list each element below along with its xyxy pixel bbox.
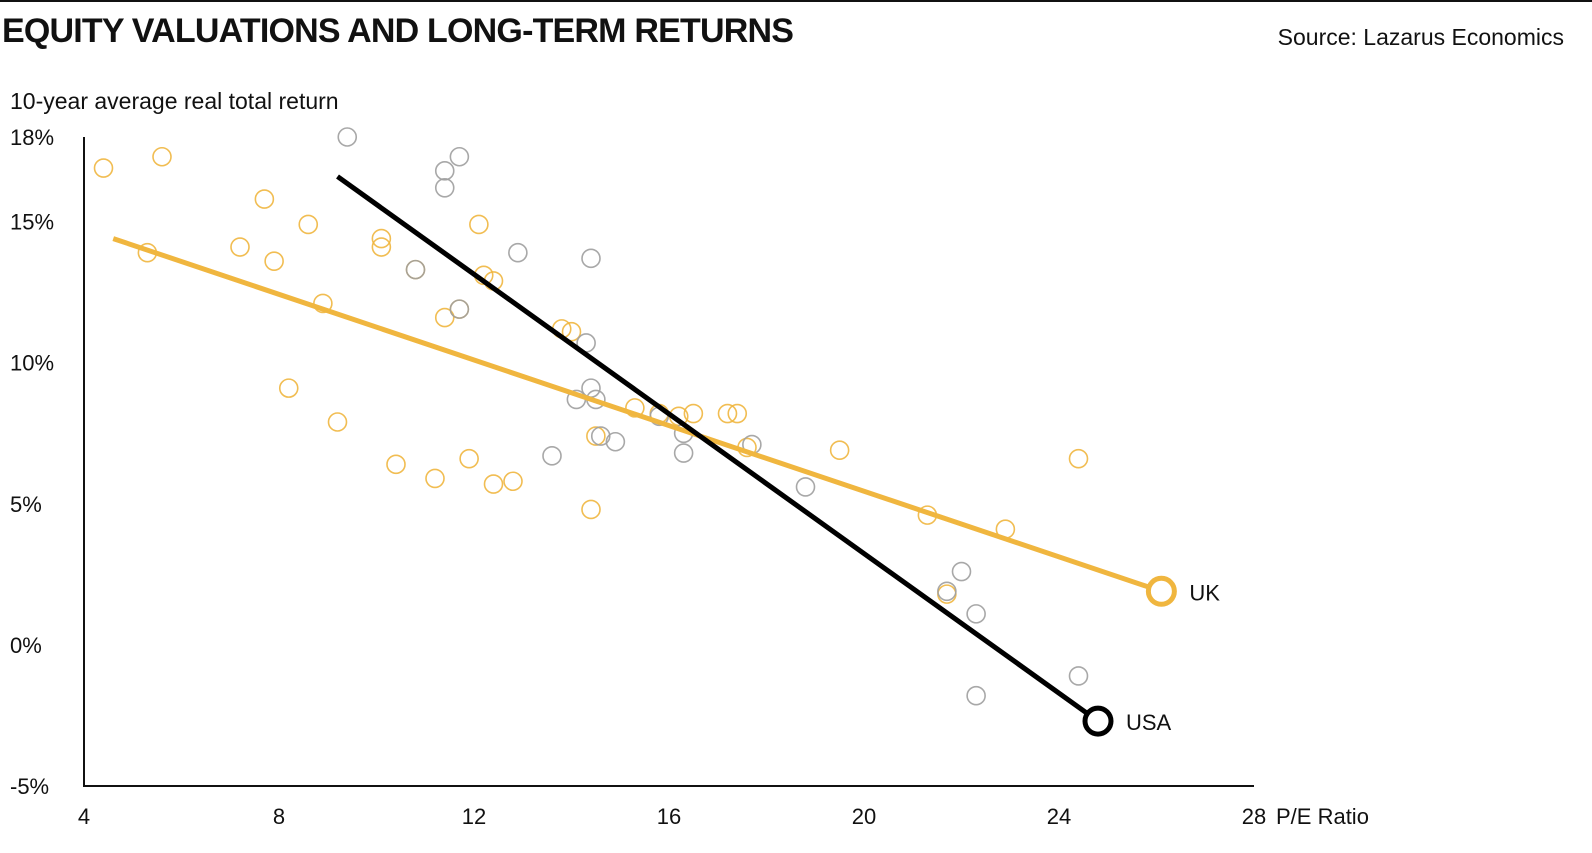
trendline-endpoints: UK USA bbox=[1082, 575, 1220, 737]
scatter-point-usa bbox=[449, 146, 470, 167]
scatter-point-uk bbox=[230, 237, 250, 257]
endpoint-label-usa: USA bbox=[1126, 710, 1172, 735]
endpoint-marker-uk bbox=[1145, 575, 1177, 607]
endpoint-marker-usa bbox=[1082, 705, 1114, 737]
scatter-point-uk bbox=[717, 403, 738, 424]
scatter-point-usa bbox=[434, 177, 455, 198]
scatter-point-usa bbox=[337, 127, 358, 147]
axes bbox=[83, 137, 1254, 787]
x-tick-label: 12 bbox=[462, 804, 486, 829]
scatter-point-usa bbox=[1068, 666, 1089, 686]
y-tick-label: 10% bbox=[10, 351, 54, 376]
scatter-point-usa bbox=[542, 446, 562, 466]
y-tick-label: 0% bbox=[10, 633, 42, 658]
scatter-point-uk bbox=[727, 403, 748, 424]
endpoint-label-uk: UK bbox=[1189, 580, 1220, 605]
scatter-point-uk bbox=[371, 237, 392, 257]
scatter-point-usa bbox=[434, 161, 455, 181]
scatter-point-uk bbox=[434, 307, 455, 328]
trendline-usa bbox=[336, 174, 1100, 724]
scatter-point-uk bbox=[829, 440, 850, 461]
trendline-uk bbox=[112, 236, 1163, 594]
y-tick-label: 5% bbox=[10, 492, 42, 517]
scatter-point-usa bbox=[581, 378, 601, 398]
scatter-point-uk bbox=[469, 214, 489, 235]
scatter-point-uk bbox=[298, 214, 319, 235]
scatter-point-usa bbox=[951, 561, 972, 582]
scatter-point-uk bbox=[625, 398, 645, 418]
scatter-point-uk bbox=[483, 474, 504, 494]
scatter-point-uk bbox=[581, 499, 601, 520]
x-tick-label: 4 bbox=[78, 804, 90, 829]
scatter-point-uk bbox=[503, 471, 523, 492]
scatter-point-uk bbox=[386, 454, 406, 475]
scatter-point-uk bbox=[1068, 448, 1089, 469]
scatter-point-uk bbox=[264, 251, 284, 271]
scatter-point-usa bbox=[966, 685, 986, 706]
scatter-point-uk bbox=[327, 412, 348, 432]
y-axis-label: 10-year average real total return bbox=[10, 88, 339, 114]
scatter-point-uk bbox=[278, 378, 299, 398]
scatter-point-uk bbox=[371, 228, 392, 249]
y-tick-label: -5% bbox=[10, 774, 49, 799]
y-tick-label: 15% bbox=[10, 210, 54, 235]
scatter-point-uk bbox=[586, 426, 606, 446]
scatter-point-uk bbox=[425, 468, 445, 489]
scatter-point-usa bbox=[590, 426, 611, 446]
x-axis-title: P/E Ratio bbox=[1276, 804, 1369, 829]
chart-title: EQUITY VALUATIONS AND LONG-TERM RETURNS bbox=[2, 12, 794, 50]
scatter-point-uk bbox=[254, 189, 275, 209]
x-tick-label: 16 bbox=[657, 804, 681, 829]
x-tick-label: 28 bbox=[1242, 804, 1266, 829]
scatter-point-uk bbox=[459, 448, 479, 469]
x-tick-label: 8 bbox=[273, 804, 285, 829]
tick-labels: 18% 15% 10% 5% 0% -5% 4 8 12 16 20 24 28 P/E Ratio bbox=[10, 125, 1369, 829]
scatter-point-usa bbox=[405, 259, 426, 280]
trendlines bbox=[112, 174, 1163, 724]
top-rule bbox=[0, 0, 1592, 2]
data-points bbox=[93, 127, 1089, 706]
x-tick-label: 20 bbox=[852, 804, 876, 829]
scatter-point-usa bbox=[508, 242, 528, 263]
source-note: Source: Lazarus Economics bbox=[1277, 24, 1564, 50]
scatter-point-usa bbox=[581, 248, 601, 269]
scatter-point-usa bbox=[449, 299, 470, 319]
scatter-point-usa bbox=[966, 604, 986, 624]
scatter-point-uk bbox=[152, 146, 172, 167]
scatter-point-usa bbox=[937, 581, 957, 602]
scatter-point-usa bbox=[673, 443, 694, 463]
scatter-point-uk bbox=[683, 403, 704, 424]
scatter-point-usa bbox=[605, 431, 626, 452]
y-tick-label: 18% bbox=[10, 125, 54, 150]
scatter-point-usa bbox=[795, 477, 816, 497]
x-tick-label: 24 bbox=[1047, 804, 1071, 829]
scatter-point-uk bbox=[93, 158, 114, 178]
scatter-point-uk bbox=[561, 321, 582, 342]
